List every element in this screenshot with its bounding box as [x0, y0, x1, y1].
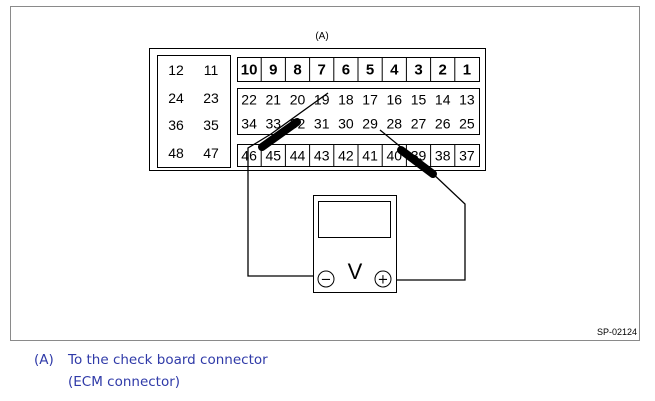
caption-tag: (A)	[34, 352, 54, 368]
pin-rows: 1098765432122212019181716151413343332313…	[237, 57, 480, 167]
pin-label: 5	[366, 62, 374, 79]
negative-terminal-symbol: −	[321, 273, 332, 288]
caption-line-1: To the check board connector	[68, 352, 268, 368]
pin-label: 16	[387, 92, 403, 108]
pin-label: 37	[459, 148, 475, 164]
pin-label: 29	[362, 116, 378, 132]
pin-label: 34	[241, 116, 257, 132]
pin-label: 6	[342, 62, 350, 79]
pin-label: 31	[314, 116, 330, 132]
callout-label: (A)	[315, 31, 328, 42]
pin-label: 33	[266, 116, 282, 132]
pin-label: 27	[411, 116, 427, 132]
pin-label: 12	[168, 62, 184, 78]
positive-probe	[397, 146, 437, 178]
pin-label: 9	[269, 62, 277, 79]
positive-terminal-icon	[374, 270, 392, 288]
left-block-cells: 12 11 24 23 36 35 48 47	[168, 62, 219, 161]
pin-row-frame	[237, 88, 480, 135]
pin-label: 23	[203, 90, 219, 106]
pin-label: 35	[203, 117, 219, 133]
pin-label: 41	[362, 148, 378, 164]
pin-label: 13	[459, 92, 475, 108]
voltmeter-symbol: V	[348, 259, 363, 284]
pin-label: 46	[241, 148, 257, 164]
pin-label: 19	[314, 92, 330, 108]
caption-line-2: (ECM connector)	[68, 374, 181, 390]
negative-probe	[258, 118, 301, 151]
pin-label: 18	[338, 92, 354, 108]
negative-terminal-icon	[317, 270, 335, 288]
pin-label: 42	[338, 148, 354, 164]
pin-label: 36	[168, 117, 184, 133]
pin-label: 28	[387, 116, 403, 132]
pin-label: 38	[435, 148, 451, 164]
pin-label: 26	[435, 116, 451, 132]
pin-label: 1	[463, 62, 471, 79]
pin-label: 47	[203, 145, 219, 161]
pin-label: 45	[266, 148, 282, 164]
pin-label: 43	[314, 148, 330, 164]
pin-label: 20	[290, 92, 306, 108]
pin-row-frame	[237, 57, 480, 82]
pin-label: 48	[168, 145, 184, 161]
pin-label: 3	[414, 62, 422, 79]
voltmeter-display	[318, 201, 391, 238]
figure-code: SP-02124	[597, 327, 637, 337]
pin-label: 21	[266, 92, 282, 108]
pin-label: 44	[290, 148, 306, 164]
pin-label: 11	[204, 62, 219, 78]
pin-label: 30	[338, 116, 354, 132]
pin-label: 15	[411, 92, 427, 108]
pin-label: 2	[439, 62, 447, 79]
connector-left-block	[157, 55, 231, 168]
pin-label: 17	[362, 92, 378, 108]
pin-label: 8	[293, 62, 301, 79]
pin-label: 4	[390, 62, 399, 79]
pin-label: 25	[459, 116, 475, 132]
pin-label: 24	[168, 90, 184, 106]
negative-lead-wire	[247, 92, 329, 277]
pin-label: 7	[318, 62, 326, 79]
pin-label: 10	[241, 62, 258, 79]
pin-row-frame	[237, 144, 480, 167]
pin-label: 14	[435, 92, 451, 108]
positive-terminal-symbol: +	[378, 273, 389, 288]
pin-label: 22	[241, 92, 257, 108]
